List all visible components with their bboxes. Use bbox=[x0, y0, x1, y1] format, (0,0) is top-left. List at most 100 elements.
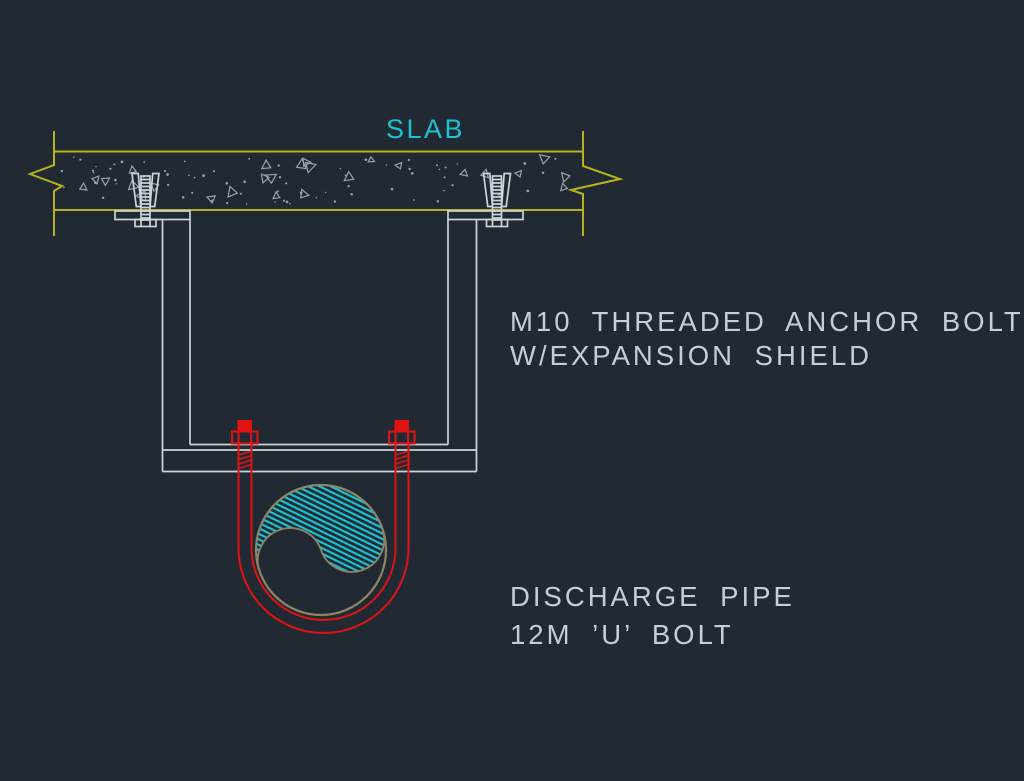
u-bolt bbox=[231, 420, 416, 634]
speckle-dot bbox=[101, 196, 105, 200]
anchor-note-line2: W/EXPANSION SHIELD bbox=[510, 340, 872, 371]
speckle-triangle bbox=[295, 157, 308, 170]
speckle-triangle bbox=[513, 169, 523, 178]
speckle-triangle bbox=[260, 158, 272, 170]
speckle-dot bbox=[248, 157, 251, 160]
speckle-dot bbox=[451, 184, 454, 187]
speckle-dot bbox=[166, 173, 169, 176]
speckle-dot bbox=[526, 189, 530, 193]
speckle-triangle bbox=[227, 185, 239, 198]
speckle-triangle bbox=[538, 154, 551, 165]
top-plate-left bbox=[114, 210, 191, 221]
speckle-triangle bbox=[559, 182, 569, 192]
speckle-dot bbox=[350, 192, 353, 196]
speckle-dot bbox=[324, 191, 327, 194]
speckle-dot bbox=[364, 158, 368, 161]
speckle-dot bbox=[412, 199, 415, 201]
concrete-speckle bbox=[60, 154, 572, 206]
hanger-crossbar bbox=[162, 443, 477, 473]
speckle-triangle bbox=[367, 155, 376, 163]
speckle-dot bbox=[210, 199, 214, 203]
speckle-triangle bbox=[343, 170, 355, 182]
anchor-bolt-right bbox=[482, 172, 512, 228]
discharge-pipe bbox=[254, 483, 388, 617]
anchor-bolt-left bbox=[131, 172, 160, 228]
speckle-dot bbox=[443, 176, 446, 179]
speckle-dot bbox=[109, 167, 112, 170]
speckle-dot bbox=[315, 197, 318, 199]
speckle-dot bbox=[92, 171, 95, 174]
speckle-triangle bbox=[458, 168, 469, 177]
speckle-dot bbox=[114, 178, 117, 182]
speckle-triangle bbox=[304, 161, 318, 174]
speckle-dot bbox=[243, 180, 246, 183]
speckle-dot bbox=[285, 200, 289, 204]
speckle-dot bbox=[443, 189, 445, 192]
speckle-dot bbox=[554, 157, 557, 160]
speckle-triangle bbox=[264, 173, 278, 185]
speckle-dot bbox=[193, 176, 196, 179]
speckle-triangle bbox=[560, 171, 572, 184]
speckle-dot bbox=[274, 201, 276, 203]
speckle-triangle bbox=[100, 177, 111, 187]
u-bolt-nut-right bbox=[388, 430, 416, 445]
speckle-dot bbox=[285, 182, 288, 185]
speckle-dot bbox=[245, 203, 248, 205]
speckle-dot bbox=[344, 174, 347, 177]
speckle-dot bbox=[408, 167, 411, 171]
speckle-dot bbox=[191, 191, 194, 194]
speckle-dot bbox=[120, 160, 124, 164]
speckle-dot bbox=[60, 169, 64, 173]
speckle-dot bbox=[333, 200, 337, 203]
speckle-dot bbox=[408, 158, 411, 162]
speckle-dot bbox=[167, 183, 170, 187]
u-bolt-nut-sides bbox=[237, 431, 409, 444]
u-bolt-nut-left bbox=[231, 430, 259, 445]
speckle-dot bbox=[276, 190, 279, 193]
speckle-triangle bbox=[260, 173, 271, 185]
speckle-dot bbox=[226, 201, 229, 205]
u-bolt-nut-head-right bbox=[394, 420, 409, 433]
speckle-dot bbox=[456, 163, 458, 165]
speckle-dot bbox=[115, 183, 118, 185]
speckle-dot bbox=[163, 169, 167, 172]
speckle-dot bbox=[436, 164, 439, 167]
speckle-dot bbox=[289, 202, 291, 205]
speckle-dot bbox=[181, 196, 185, 199]
speckle-dot bbox=[143, 161, 146, 163]
speckle-dot bbox=[299, 191, 303, 195]
speckle-dot bbox=[202, 174, 205, 177]
u-bolt-nut-head-left bbox=[237, 420, 252, 433]
speckle-dot bbox=[184, 160, 186, 163]
speckle-dot bbox=[95, 165, 97, 168]
speckle-dot bbox=[347, 184, 350, 188]
speckle-dot bbox=[390, 187, 394, 191]
speckle-dot bbox=[523, 162, 527, 165]
u-bolt-thread-marks bbox=[238, 450, 409, 470]
speckle-triangle bbox=[205, 195, 217, 204]
speckle-dot bbox=[79, 158, 82, 161]
pipe-section-hatch bbox=[255, 484, 386, 573]
slab-outline bbox=[27, 131, 624, 236]
speckle-dot bbox=[541, 171, 545, 175]
speckle-triangle bbox=[393, 161, 403, 170]
speckle-dot bbox=[410, 171, 414, 175]
speckle-dot bbox=[94, 181, 97, 185]
speckle-dot bbox=[277, 164, 280, 167]
u-bolt-outer bbox=[237, 443, 410, 634]
speckle-dot bbox=[63, 186, 65, 189]
speckle-dot bbox=[91, 169, 95, 172]
u-bolt-inner bbox=[250, 443, 397, 621]
speckle-triangle bbox=[128, 164, 138, 175]
speckle-dot bbox=[278, 176, 282, 179]
speckle-dot bbox=[444, 166, 447, 169]
hanger-frame bbox=[114, 210, 524, 473]
pipe-note-line2: 12M ’U’ BOLT bbox=[510, 619, 734, 650]
speckle-dot bbox=[339, 167, 342, 170]
speckle-dot bbox=[438, 168, 441, 171]
speckle-triangle bbox=[90, 175, 100, 185]
speckle-dot bbox=[188, 174, 190, 177]
slab-label: SLAB bbox=[386, 114, 465, 144]
